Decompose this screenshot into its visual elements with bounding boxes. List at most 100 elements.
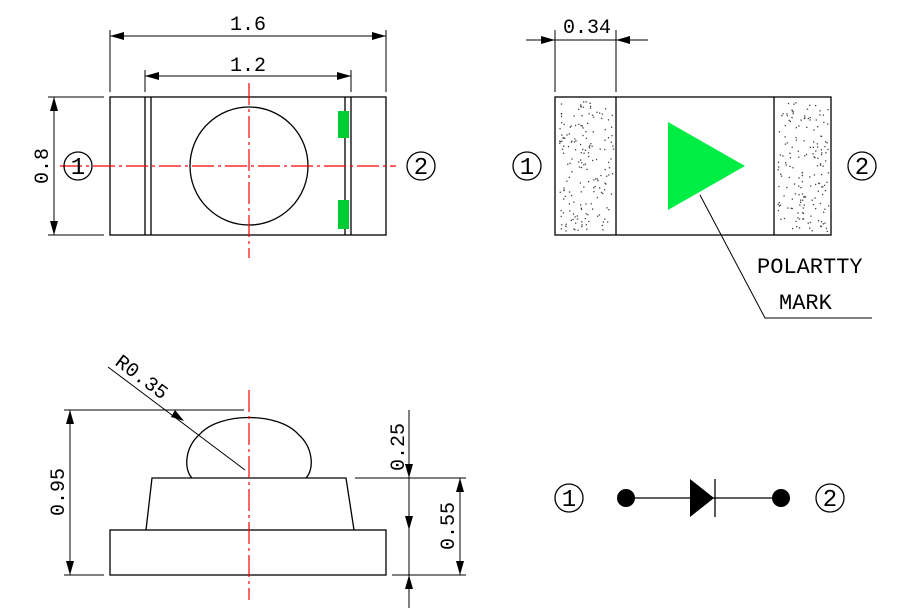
- electrode-speckle: [819, 202, 822, 205]
- electrode-speckle: [593, 179, 595, 181]
- electrode-speckle: [592, 159, 594, 162]
- electrode-speckle: [607, 221, 609, 223]
- electrode-speckle: [600, 191, 603, 194]
- electrode-speckle: [571, 158, 573, 160]
- electrode-speckle: [559, 142, 561, 145]
- dim-0.8-arrow-bottom: [50, 221, 58, 235]
- electrode-speckle: [574, 124, 577, 127]
- electrode-speckle: [610, 141, 612, 143]
- electrode-speckle: [817, 220, 820, 222]
- electrode-speckle: [792, 167, 794, 169]
- electrode-speckle: [574, 229, 576, 231]
- electrode-speckle: [804, 196, 807, 198]
- electrode-speckle: [827, 172, 830, 174]
- electrode-speckle: [573, 228, 575, 230]
- electrode-speckle: [561, 148, 564, 150]
- electrode-speckle: [582, 134, 584, 137]
- electrode-speckle: [604, 148, 606, 151]
- electrode-speckle: [795, 139, 798, 141]
- electrode-speckle: [595, 178, 597, 180]
- electrode-speckle: [783, 195, 785, 197]
- electrode-speckle: [807, 222, 809, 224]
- polarity-label-line1: POLARTTY: [757, 255, 863, 280]
- electrode-speckle: [791, 110, 794, 112]
- electrode-speckle: [588, 113, 590, 115]
- electrode-speckle: [794, 193, 797, 195]
- electrode-speckle: [591, 145, 593, 147]
- electrode-speckle: [593, 187, 595, 189]
- electrode-speckle: [589, 107, 592, 109]
- electrode-speckle: [591, 114, 594, 116]
- electrode-speckle: [784, 136, 786, 138]
- electrode-speckle: [792, 111, 794, 113]
- electrode-speckle: [587, 214, 589, 216]
- electrode-speckle: [610, 158, 612, 160]
- electrode-speckle: [802, 212, 804, 215]
- electrode-speckle: [589, 144, 591, 147]
- electrode-speckle: [606, 207, 608, 209]
- symbol-pin1-label: 1: [562, 487, 576, 514]
- electrode-speckle: [810, 215, 812, 217]
- electrode-speckle: [797, 212, 799, 214]
- bottom-view-pin2-label: 2: [855, 155, 869, 182]
- dim-0.8-label: 0.8: [32, 148, 55, 184]
- electrode-speckle: [565, 223, 567, 225]
- electrode-speckle: [809, 119, 811, 121]
- electrode-speckle: [604, 218, 606, 220]
- electrode-speckle: [604, 139, 606, 141]
- dim-0.34-arrow-right: [616, 36, 630, 44]
- bottom-view-pin1-label: 1: [520, 155, 534, 182]
- electrode-speckle: [564, 137, 566, 139]
- electrode-speckle: [568, 133, 570, 135]
- electrode-speckle: [811, 199, 813, 201]
- electrode-speckle: [826, 181, 828, 183]
- electrode-speckle: [786, 186, 788, 189]
- dim-1.2-arrow-right: [337, 72, 351, 80]
- electrode-speckle: [824, 190, 827, 192]
- electrode-speckle: [823, 121, 825, 124]
- electrode-speckle: [565, 230, 567, 232]
- electrode-speckle: [825, 227, 828, 229]
- electrode-speckle: [607, 137, 610, 139]
- electrode-speckle: [597, 215, 599, 217]
- electrode-speckle: [580, 143, 582, 146]
- electrode-speckle: [561, 224, 563, 226]
- electrode-speckle: [806, 126, 808, 128]
- electrode-speckle: [577, 229, 579, 231]
- electrode-speckle: [822, 165, 824, 167]
- top-view-pin2-circle: [406, 151, 436, 181]
- electrode-speckle: [827, 123, 829, 125]
- electrode-speckle: [608, 174, 610, 176]
- electrode-speckle: [580, 166, 583, 169]
- electrode-speckle: [816, 165, 819, 167]
- electrode-speckle: [560, 209, 562, 212]
- electrode-speckle: [574, 149, 577, 151]
- electrode-speckle: [599, 148, 601, 150]
- electrode-speckle: [601, 113, 604, 115]
- electrode-speckle: [581, 125, 583, 127]
- electrode-speckle: [802, 207, 804, 209]
- electrode-speckle: [815, 119, 817, 121]
- electrode-speckle: [798, 218, 801, 220]
- electrode-speckle: [822, 193, 824, 196]
- electrode-speckle: [786, 113, 788, 115]
- electrode-speckle: [813, 174, 816, 176]
- electrode-speckle: [565, 225, 567, 228]
- electrode-speckle: [801, 172, 803, 174]
- electrode-speckle: [791, 207, 793, 210]
- electrode-speckle: [777, 203, 779, 205]
- electrode-speckle: [574, 216, 576, 218]
- electrode-speckle: [798, 125, 800, 127]
- electrode-speckle: [779, 204, 781, 206]
- electrode-speckle: [584, 149, 587, 151]
- electrode-speckle: [799, 204, 801, 206]
- electrode-speckle: [817, 190, 819, 192]
- electrode-speckle: [572, 213, 575, 215]
- electrode-speckle: [788, 176, 790, 179]
- electrode-speckle: [798, 227, 801, 229]
- electrode-speckle: [784, 143, 787, 145]
- electrode-speckle: [783, 217, 786, 220]
- electrode-speckle: [601, 117, 603, 120]
- electrode-speckle: [815, 183, 817, 186]
- electrode-speckle: [825, 152, 827, 154]
